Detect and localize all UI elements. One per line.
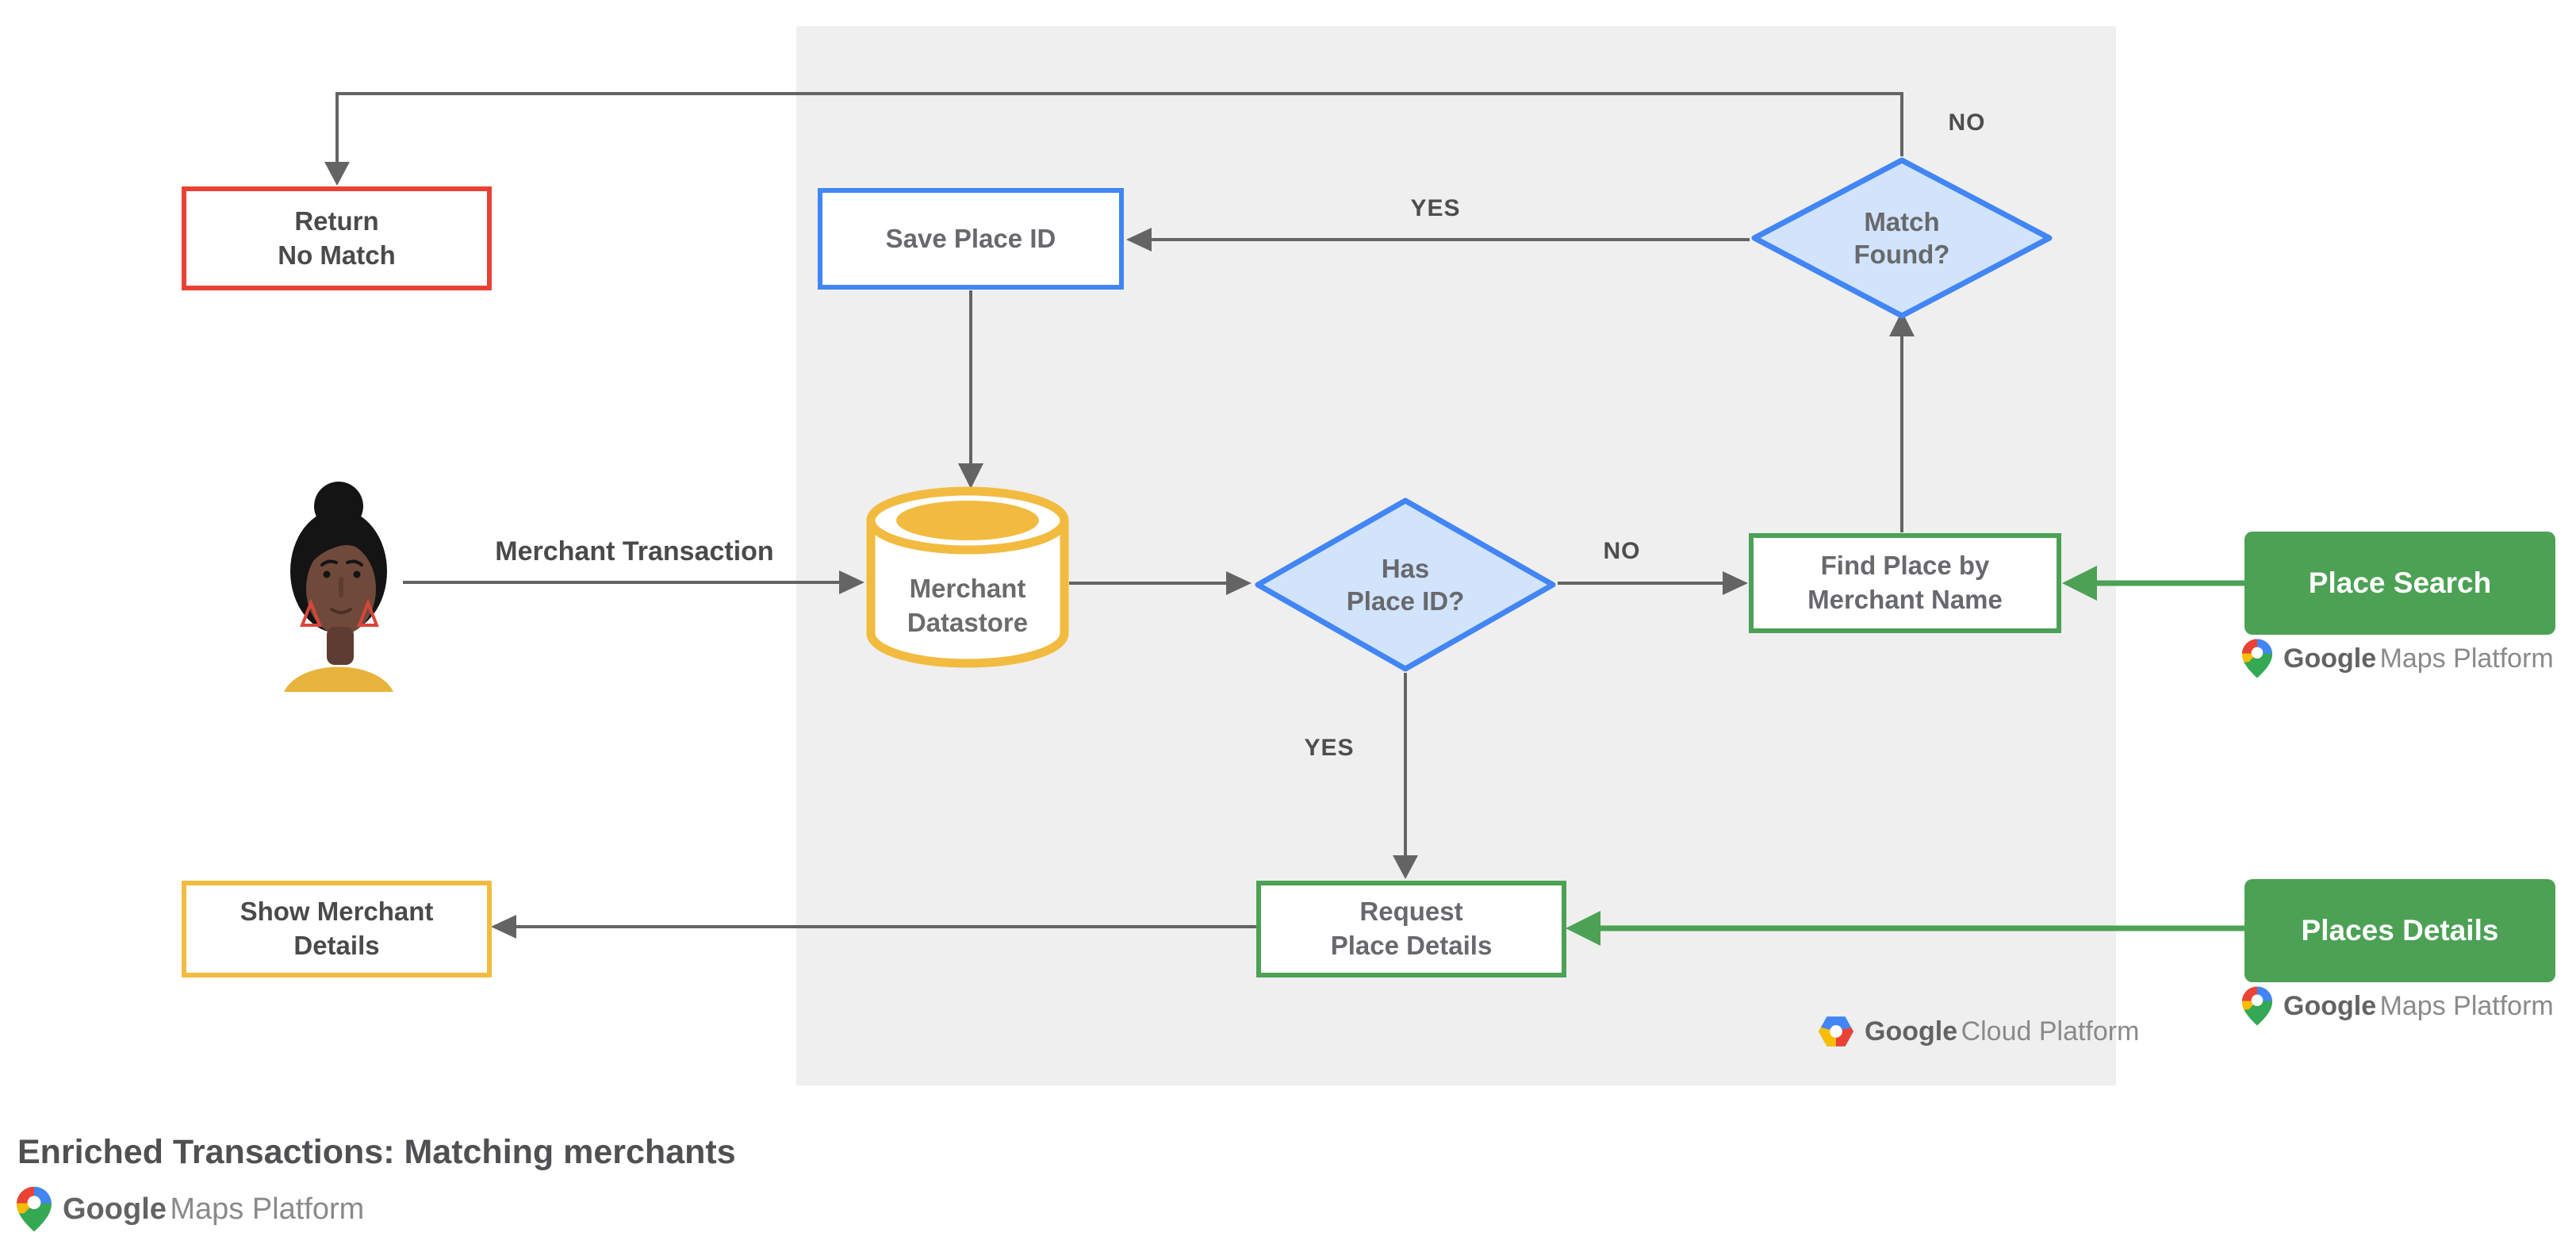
- decision-has-place-id: Has Place ID?: [1253, 497, 1558, 673]
- diagram-title: Enriched Transactions: Matching merchant…: [17, 1133, 736, 1171]
- chip-place-search: Place Search: [2244, 532, 2555, 635]
- decision-has-place-id-label: Has Place ID?: [1346, 553, 1465, 616]
- gmp-logo-google-text: Google: [2283, 990, 2377, 1021]
- cylinder-shape: [866, 486, 1069, 668]
- edge-label-match-found-yes: YES: [1410, 195, 1461, 221]
- gcp-logo-google-text: Google: [1865, 1016, 1958, 1047]
- edge-label-has-place-id-no: NO: [1603, 538, 1641, 564]
- node-find-place-by-merchant-name: Find Place by Merchant Name: [1749, 533, 2061, 633]
- edge-label-merchant-transaction: Merchant Transaction: [495, 536, 774, 566]
- edge-label-has-place-id-yes: YES: [1304, 735, 1355, 761]
- gmp-logo-places-details: Google Maps Platform: [2241, 985, 2554, 1027]
- gmp-logo-google-text: Google: [63, 1192, 167, 1226]
- arrowhead-into-returnnomatch: [324, 162, 350, 186]
- maps-pin-icon: [2241, 985, 2273, 1027]
- cloud-hexagon-icon: [1818, 1016, 1854, 1047]
- node-return-no-match: Return No Match: [182, 186, 492, 290]
- chip-places-details: Places Details: [2244, 879, 2555, 982]
- merchant-user-avatar: [284, 482, 393, 692]
- diamond-shape: [1751, 157, 2053, 319]
- diamond-shape: [1255, 497, 1556, 672]
- decision-match-found: Match Found?: [1750, 156, 2054, 320]
- gmp-logo-google-text: Google: [2283, 643, 2377, 674]
- gcp-logo: Google Cloud Platform: [1818, 1016, 2139, 1047]
- gmp-logo-product-text: Maps Platform: [2379, 643, 2554, 674]
- node-show-merchant-details: Show Merchant Details: [182, 881, 492, 977]
- maps-pin-icon: [2241, 638, 2273, 679]
- node-request-place-details: Request Place Details: [1256, 881, 1566, 977]
- node-save-place-id: Save Place ID: [818, 188, 1124, 290]
- edge-label-match-found-no: NO: [1948, 109, 1986, 136]
- gmp-logo-product-text: Maps Platform: [170, 1192, 365, 1226]
- gmp-logo-footer: Google Maps Platform: [16, 1185, 364, 1233]
- arrowhead-into-showmerchant: [491, 915, 516, 939]
- gmp-logo-product-text: Maps Platform: [2379, 990, 2554, 1021]
- gcp-logo-product-text: Cloud Platform: [1961, 1016, 2140, 1047]
- node-merchant-datastore: Merchant Datastore: [866, 484, 1069, 674]
- decision-match-found-label: Match Found?: [1853, 206, 1950, 269]
- node-merchant-datastore-label: Merchant Datastore: [907, 574, 1029, 637]
- gmp-logo-place-search: Google Maps Platform: [2241, 638, 2554, 679]
- maps-pin-icon: [16, 1185, 52, 1233]
